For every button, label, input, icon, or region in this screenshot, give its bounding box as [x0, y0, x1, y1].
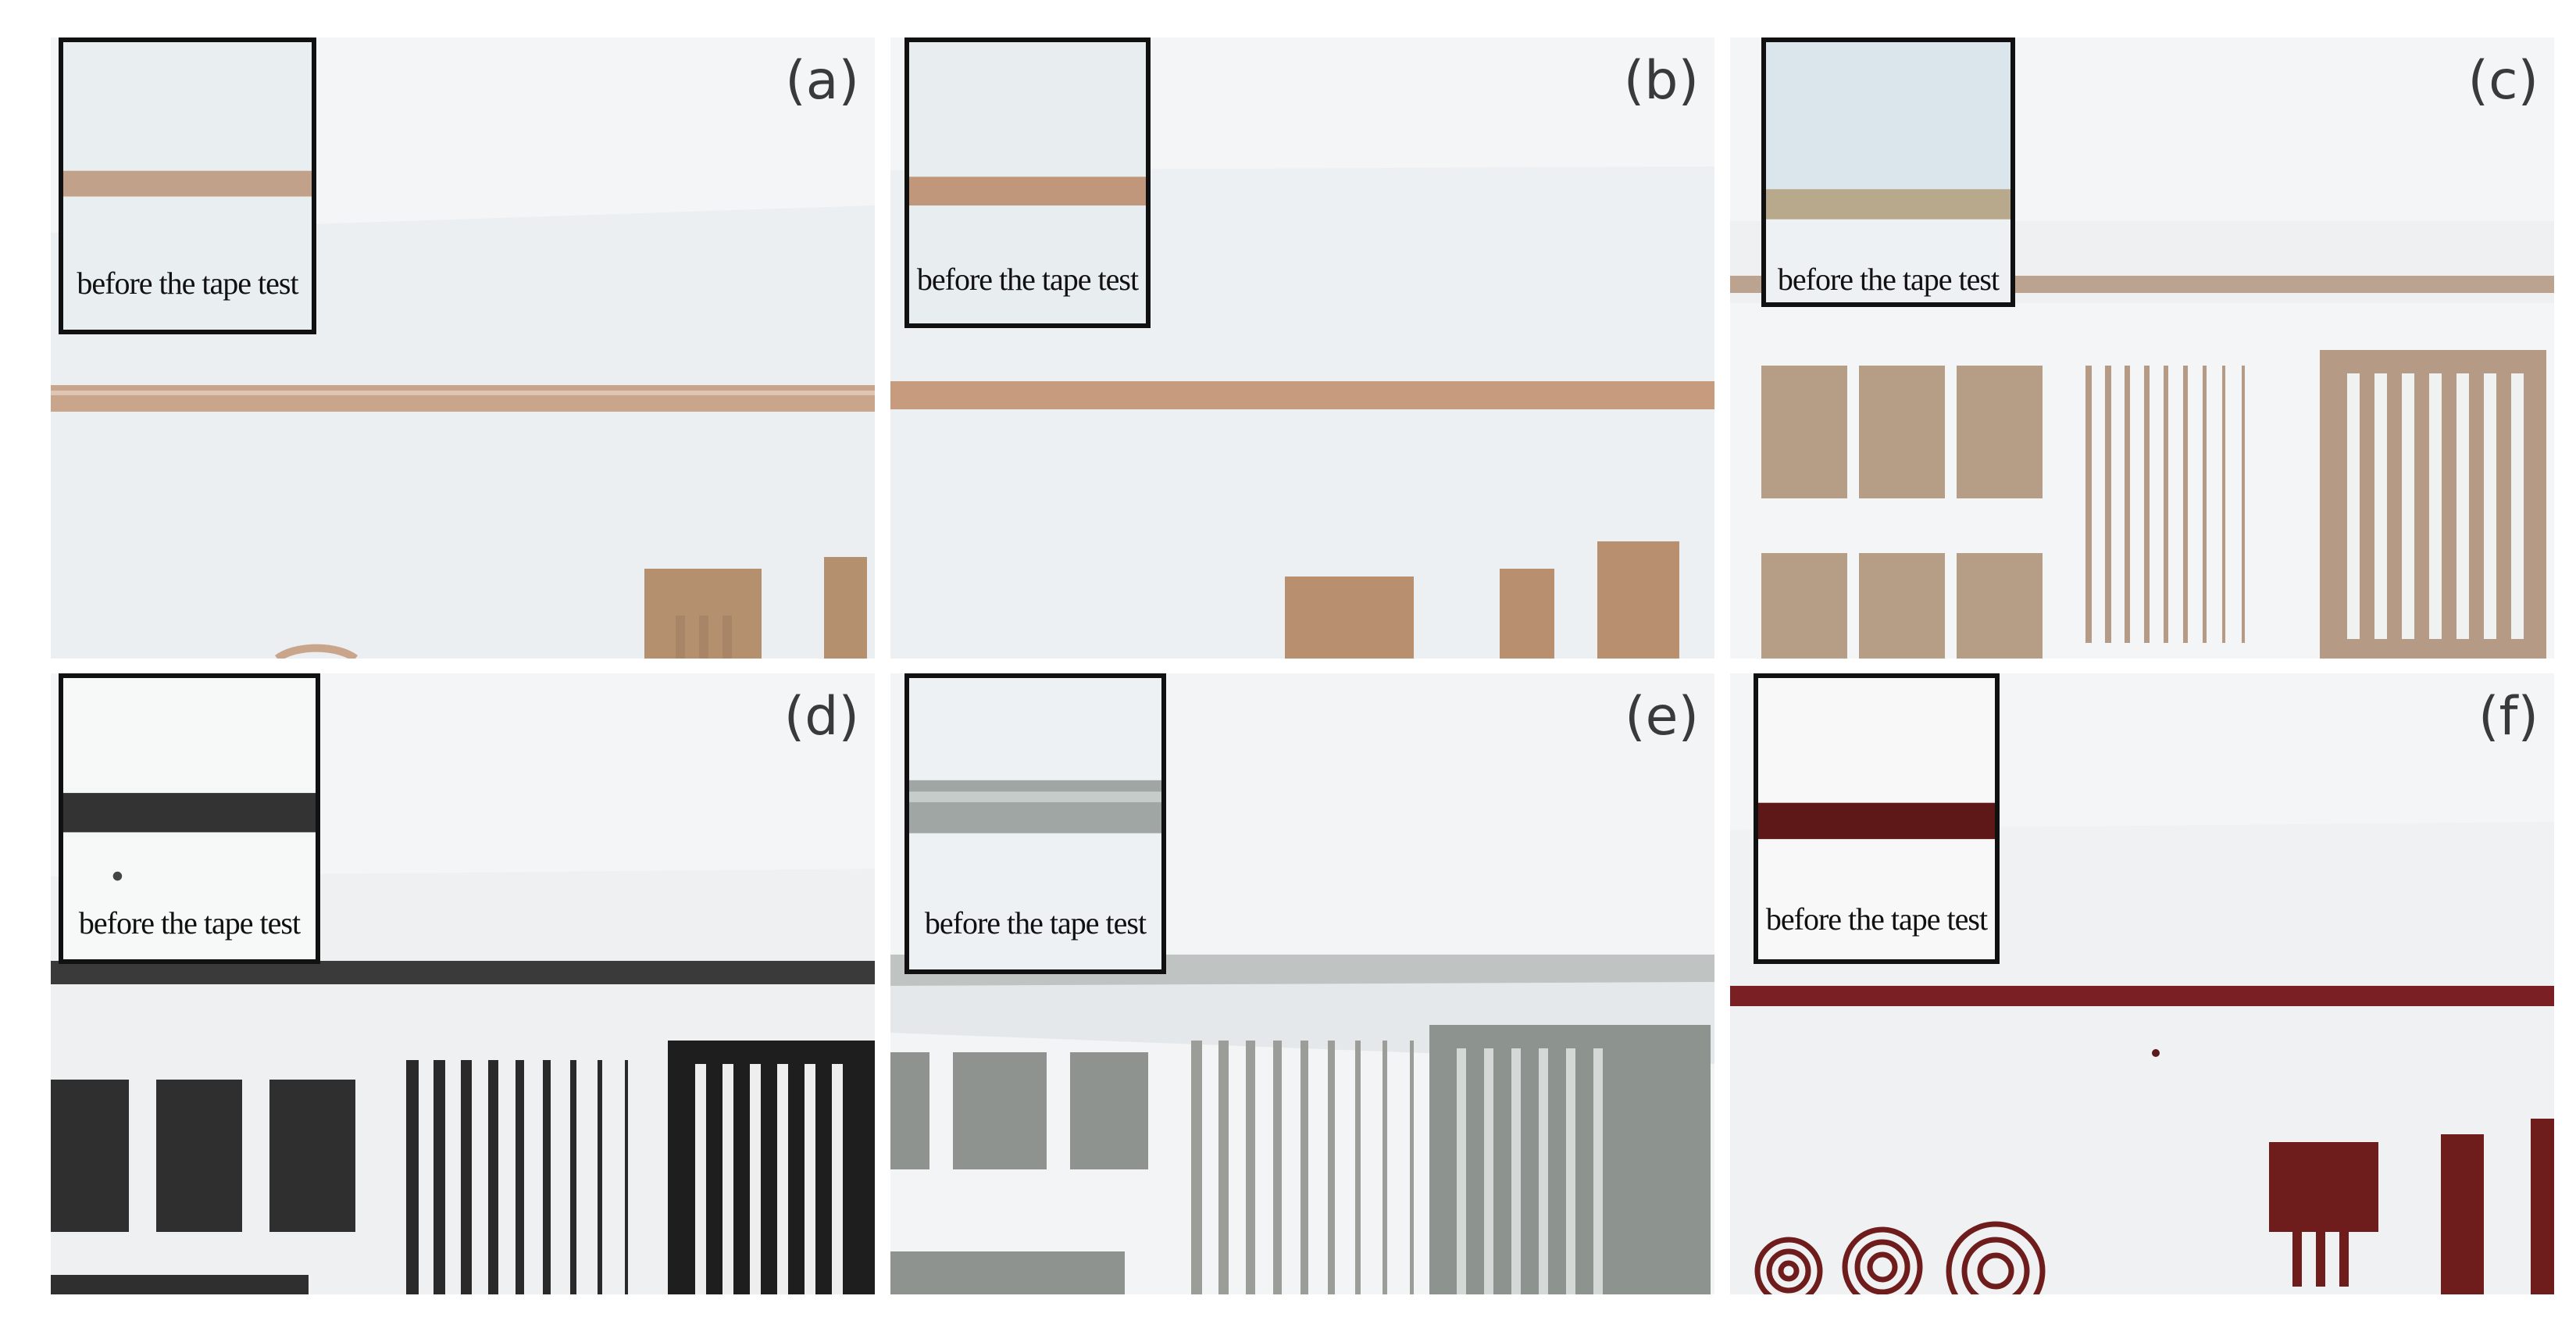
panel-d-inset-photo	[63, 678, 316, 959]
panel-d-inset: before the tape test	[59, 673, 320, 964]
panel-e-photo	[890, 673, 1714, 1294]
panel-f: (f)	[1730, 673, 2554, 1294]
panel-d-inset-caption: before the tape test	[78, 905, 301, 941]
panel-f-inset-photo	[1758, 678, 1995, 959]
panel-c-inset-photo	[1766, 42, 2010, 302]
panel-e-label: (e)	[1625, 686, 1699, 748]
panel-f-inset-caption: before the tape test	[1765, 901, 1988, 937]
panel-c-label: (c)	[2467, 50, 2539, 112]
panel-d-label: (d)	[783, 686, 859, 748]
panel-b-label: (b)	[1623, 50, 1699, 112]
panel-a-label: (a)	[785, 50, 859, 112]
panel-a-inset-photo	[63, 42, 312, 330]
panel-b-photo	[890, 37, 1714, 659]
panel-b-inset-caption: before the tape test	[916, 262, 1139, 297]
panel-e-inset: before the tape test	[904, 673, 1166, 974]
panel-e-inset-photo	[909, 678, 1161, 969]
panel-e-inset-caption: before the tape test	[924, 905, 1147, 941]
panel-c-inset: before the tape test	[1761, 37, 2015, 307]
panel-c-inset-caption: before the tape test	[1777, 262, 2000, 297]
panel-f-label: (f)	[2478, 686, 2539, 748]
panel-a-inset-caption: before the tape test	[77, 266, 298, 301]
panel-a-inset: before the tape test	[59, 37, 316, 334]
panel-b-inset: before the tape test	[904, 37, 1151, 328]
panel-d-photo	[51, 673, 875, 1294]
panel-b-inset-photo	[909, 42, 1146, 323]
panel-f-inset: before the tape test	[1754, 673, 2000, 964]
